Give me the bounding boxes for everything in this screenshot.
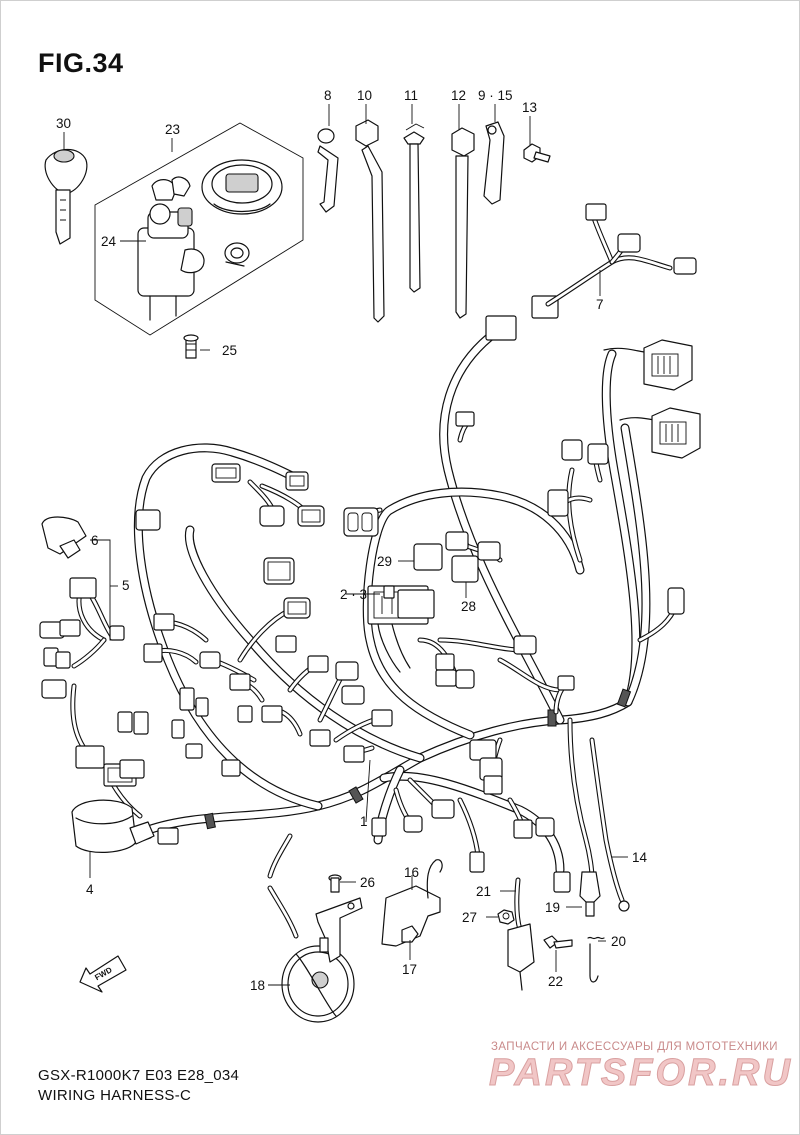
callout-12[interactable]: 12: [451, 88, 466, 103]
callout-13[interactable]: 13: [522, 100, 537, 115]
callout-9-15[interactable]: 9 · 15: [478, 88, 513, 103]
nut-25[interactable]: [497, 909, 515, 925]
sub-harness-7[interactable]: [545, 203, 697, 307]
sensor-21[interactable]: [579, 871, 601, 917]
cable-tie-10[interactable]: [355, 119, 385, 323]
watermark-tagline: ЗАПЧАСТИ И АКСЕССУАРЫ ДЛЯ МОТОТЕХНИКИ: [491, 1041, 778, 1053]
callout-29[interactable]: 29: [377, 554, 392, 569]
watermark-brand: PARTSFOR.RU: [489, 1052, 793, 1095]
switch-23[interactable]: [507, 877, 535, 991]
cover-4[interactable]: [71, 799, 155, 853]
clamp-8[interactable]: [317, 128, 339, 213]
fuse-2-3[interactable]: [383, 585, 395, 599]
callout-20[interactable]: 25: [222, 343, 237, 358]
section-title: WIRING HARNESS-C: [38, 1087, 192, 1104]
clip-17[interactable]: [401, 925, 419, 943]
horn-bracket[interactable]: [315, 897, 363, 963]
callout-6[interactable]: 6: [91, 533, 99, 548]
callout-24[interactable]: 22: [548, 974, 563, 989]
bolt-27[interactable]: [328, 874, 342, 893]
spring-22[interactable]: [587, 936, 605, 983]
callout-1[interactable]: 1: [360, 814, 368, 829]
ecu-connector-lower[interactable]: [619, 407, 701, 459]
callout-26[interactable]: 18: [250, 978, 265, 993]
boot-cap-6[interactable]: [41, 516, 87, 559]
callout-19[interactable]: 24: [101, 234, 117, 249]
callout-2-3[interactable]: 2 · 3: [340, 587, 367, 602]
callout-4[interactable]: 4: [86, 882, 94, 897]
callout-11[interactable]: 11: [404, 88, 418, 103]
clamp-9-15[interactable]: [483, 121, 505, 205]
callout-7[interactable]: 7: [596, 297, 604, 312]
leader-lines: [63, 104, 628, 986]
relay-28[interactable]: [451, 555, 479, 583]
callout-5[interactable]: 5: [122, 578, 130, 593]
horn-26[interactable]: [281, 945, 355, 1023]
callout-17[interactable]: 17: [402, 962, 417, 977]
callout-16[interactable]: 16: [404, 865, 419, 880]
figure-title: FIG.34: [38, 48, 124, 78]
cable-tie-11[interactable]: [403, 123, 425, 293]
callout-8[interactable]: 8: [324, 88, 332, 103]
callout-23[interactable]: 21: [476, 884, 491, 899]
callout-18[interactable]: 23: [165, 122, 180, 137]
model-code: GSX-R1000K7 E03 E28_034: [38, 1067, 240, 1084]
harness-connectors[interactable]: [135, 295, 685, 893]
callout-27[interactable]: 26: [360, 875, 375, 890]
relay-29[interactable]: [413, 543, 443, 571]
fwd-direction-arrow: FWD: [79, 955, 127, 993]
cable-tie-12[interactable]: [451, 127, 475, 319]
lead-wire-14[interactable]: [618, 900, 630, 912]
callout-25[interactable]: 27: [462, 910, 477, 925]
ecu-connector-upper[interactable]: [603, 339, 693, 391]
callout-21[interactable]: 19: [545, 900, 560, 915]
bracket-16[interactable]: [381, 859, 443, 947]
callout-14[interactable]: 14: [632, 850, 648, 865]
callout-30[interactable]: 30: [56, 116, 71, 131]
callout-22[interactable]: 20: [611, 934, 626, 949]
callout-10[interactable]: 10: [357, 88, 372, 103]
bolt-20[interactable]: [183, 334, 199, 359]
callout-28[interactable]: 28: [461, 599, 476, 614]
bolt-13[interactable]: [523, 143, 551, 163]
part-callouts: 30 23 24 25 8 10 11 12 9 · 15 13 7 6 5 4…: [56, 88, 648, 993]
lock-set-18[interactable]: [94, 122, 304, 336]
key-blank-30[interactable]: [44, 148, 88, 245]
screw-24[interactable]: [543, 935, 573, 949]
